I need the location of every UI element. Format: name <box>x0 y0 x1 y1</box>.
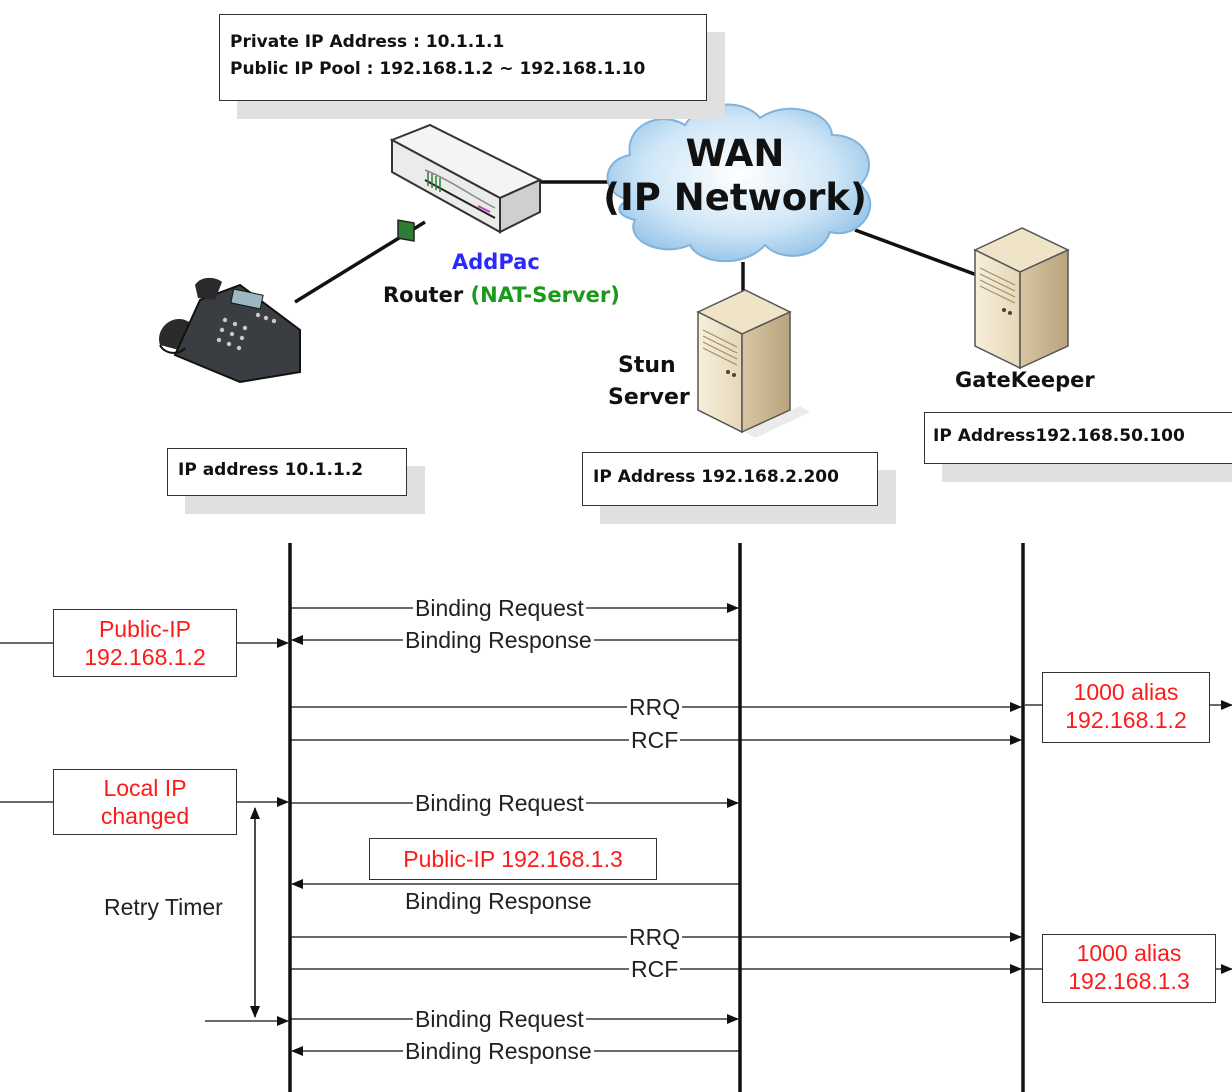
wan-title: WAN <box>685 132 785 175</box>
stun-label: Stun Server <box>608 350 690 414</box>
label-binding-request-3: Binding Request <box>413 1006 586 1032</box>
note-alias-2-line1: 1000 alias <box>1076 940 1182 966</box>
label-binding-request-2: Binding Request <box>413 790 586 816</box>
router-private-ip: Private IP Address : 10.1.1.1 <box>230 32 505 52</box>
label-rcf-2: RCF <box>629 956 681 982</box>
retry-timer-label: Retry Timer <box>104 894 223 920</box>
wan-cloud-icon <box>606 103 872 263</box>
note-local-ip-changed-line1: Local IP <box>103 775 187 801</box>
note-public-ip-1-line1: Public-IP <box>98 616 192 642</box>
ip-phone-icon <box>159 277 301 384</box>
wan-subtitle: (IP Network) <box>603 176 867 219</box>
router-label: Router (NAT-Server) <box>383 283 620 307</box>
stun-ip-box: IP Address 192.168.2.200 <box>582 452 878 506</box>
stun-server-icon <box>696 289 810 438</box>
router-icon <box>389 123 543 242</box>
link-wan-gatekeeper <box>854 228 986 280</box>
note-public-ip-2: Public-IP 192.168.1.3 <box>369 838 657 880</box>
note-alias-1: 1000 alias 192.168.1.2 <box>1042 672 1210 743</box>
note-local-ip-changed-line2: changed <box>100 803 190 829</box>
stun-ip: IP Address 192.168.2.200 <box>593 467 839 487</box>
gatekeeper-label: GateKeeper <box>955 368 1095 392</box>
stun-line2: Server <box>608 385 690 410</box>
gatekeeper-ip-box: IP Address192.168.50.100 <box>924 412 1232 464</box>
label-rrq-2: RRQ <box>627 924 683 950</box>
label-binding-response-3: Binding Response <box>403 1038 594 1064</box>
note-public-ip-2-text: Public-IP 192.168.1.3 <box>403 846 623 872</box>
label-binding-response-1: Binding Response <box>403 627 594 653</box>
router-role: (NAT-Server) <box>470 283 620 307</box>
note-alias-2-line2: 192.168.1.3 <box>1068 968 1190 994</box>
stun-line1: Stun <box>618 353 676 378</box>
router-name: Router <box>383 283 464 307</box>
note-local-ip-changed: Local IP changed <box>53 769 237 835</box>
gatekeeper-server-icon <box>973 227 1070 370</box>
wan-label: WAN (IP Network) <box>600 132 870 220</box>
phone-ip: IP address 10.1.1.2 <box>178 460 364 480</box>
gatekeeper-ip: IP Address192.168.50.100 <box>933 426 1185 446</box>
label-binding-response-2: Binding Response <box>405 888 592 914</box>
note-alias-2: 1000 alias 192.168.1.3 <box>1042 934 1216 1003</box>
router-brand: AddPac <box>452 250 540 274</box>
note-alias-1-line1: 1000 alias <box>1073 679 1179 705</box>
label-rrq-1: RRQ <box>627 694 683 720</box>
router-public-pool: Public IP Pool : 192.168.1.2 ~ 192.168.1… <box>230 59 646 79</box>
label-rcf-1: RCF <box>629 727 681 753</box>
label-binding-request-1: Binding Request <box>413 595 586 621</box>
note-alias-1-line2: 192.168.1.2 <box>1065 707 1187 733</box>
phone-ip-box: IP address 10.1.1.2 <box>167 448 407 496</box>
note-public-ip-1-line2: 192.168.1.2 <box>84 644 206 670</box>
note-public-ip-1: Public-IP 192.168.1.2 <box>53 609 237 677</box>
router-info-box: Private IP Address : 10.1.1.1 Public IP … <box>219 14 707 101</box>
